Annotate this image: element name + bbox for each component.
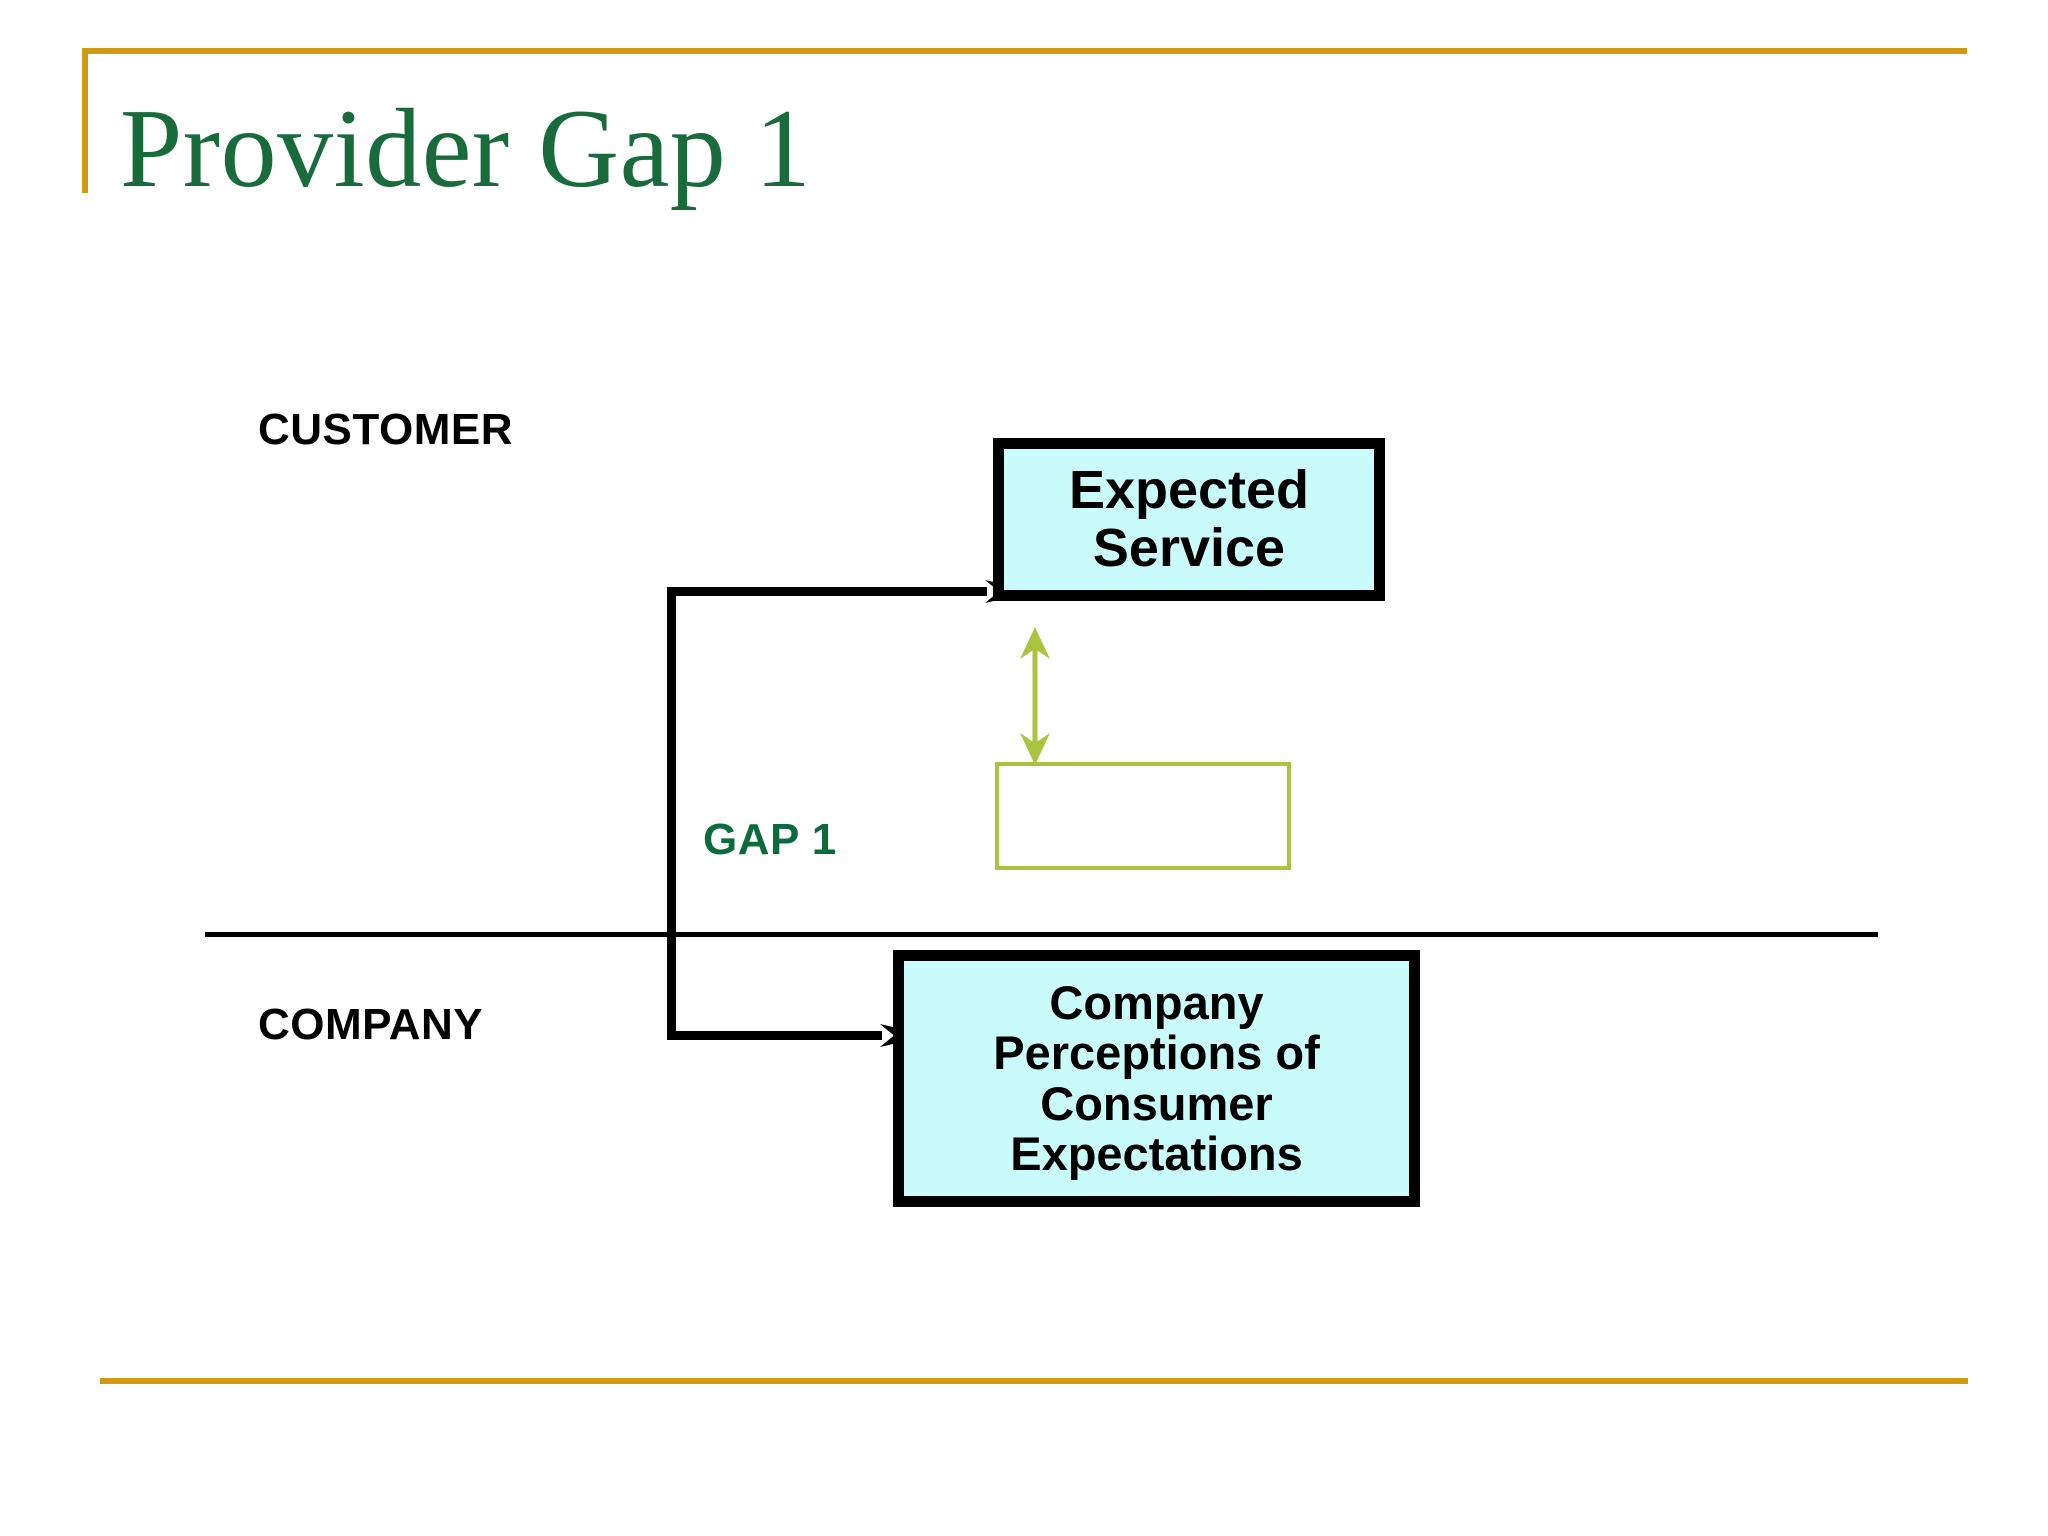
connector-horizontal-to-company-perceptions (667, 1031, 882, 1040)
gold-left-rule (82, 48, 88, 193)
node-expected-service[interactable]: Expected Service (993, 438, 1385, 601)
node-expected-service-label: Expected Service (1068, 459, 1310, 578)
node-company-perceptions[interactable]: Company Perceptions of Consumer Expectat… (893, 950, 1420, 1207)
connector-vertical-trunk (667, 587, 676, 1039)
slide-title: Provider Gap 1 (120, 87, 812, 211)
connector-horizontal-to-expected-service (667, 587, 987, 596)
company-section-label: COMPANY (258, 1000, 484, 1049)
customer-section-label: CUSTOMER (258, 405, 513, 454)
gold-top-rule (82, 48, 1967, 54)
gap-1-label: GAP 1 (703, 815, 837, 864)
gap-1-double-headed-arrow (1020, 627, 1050, 765)
gold-bottom-rule (100, 1378, 1968, 1384)
empty-olive-box (995, 762, 1291, 870)
node-company-perceptions-label: Company Perceptions of Consumer Expectat… (993, 975, 1320, 1180)
customer-company-divider (205, 932, 1878, 937)
